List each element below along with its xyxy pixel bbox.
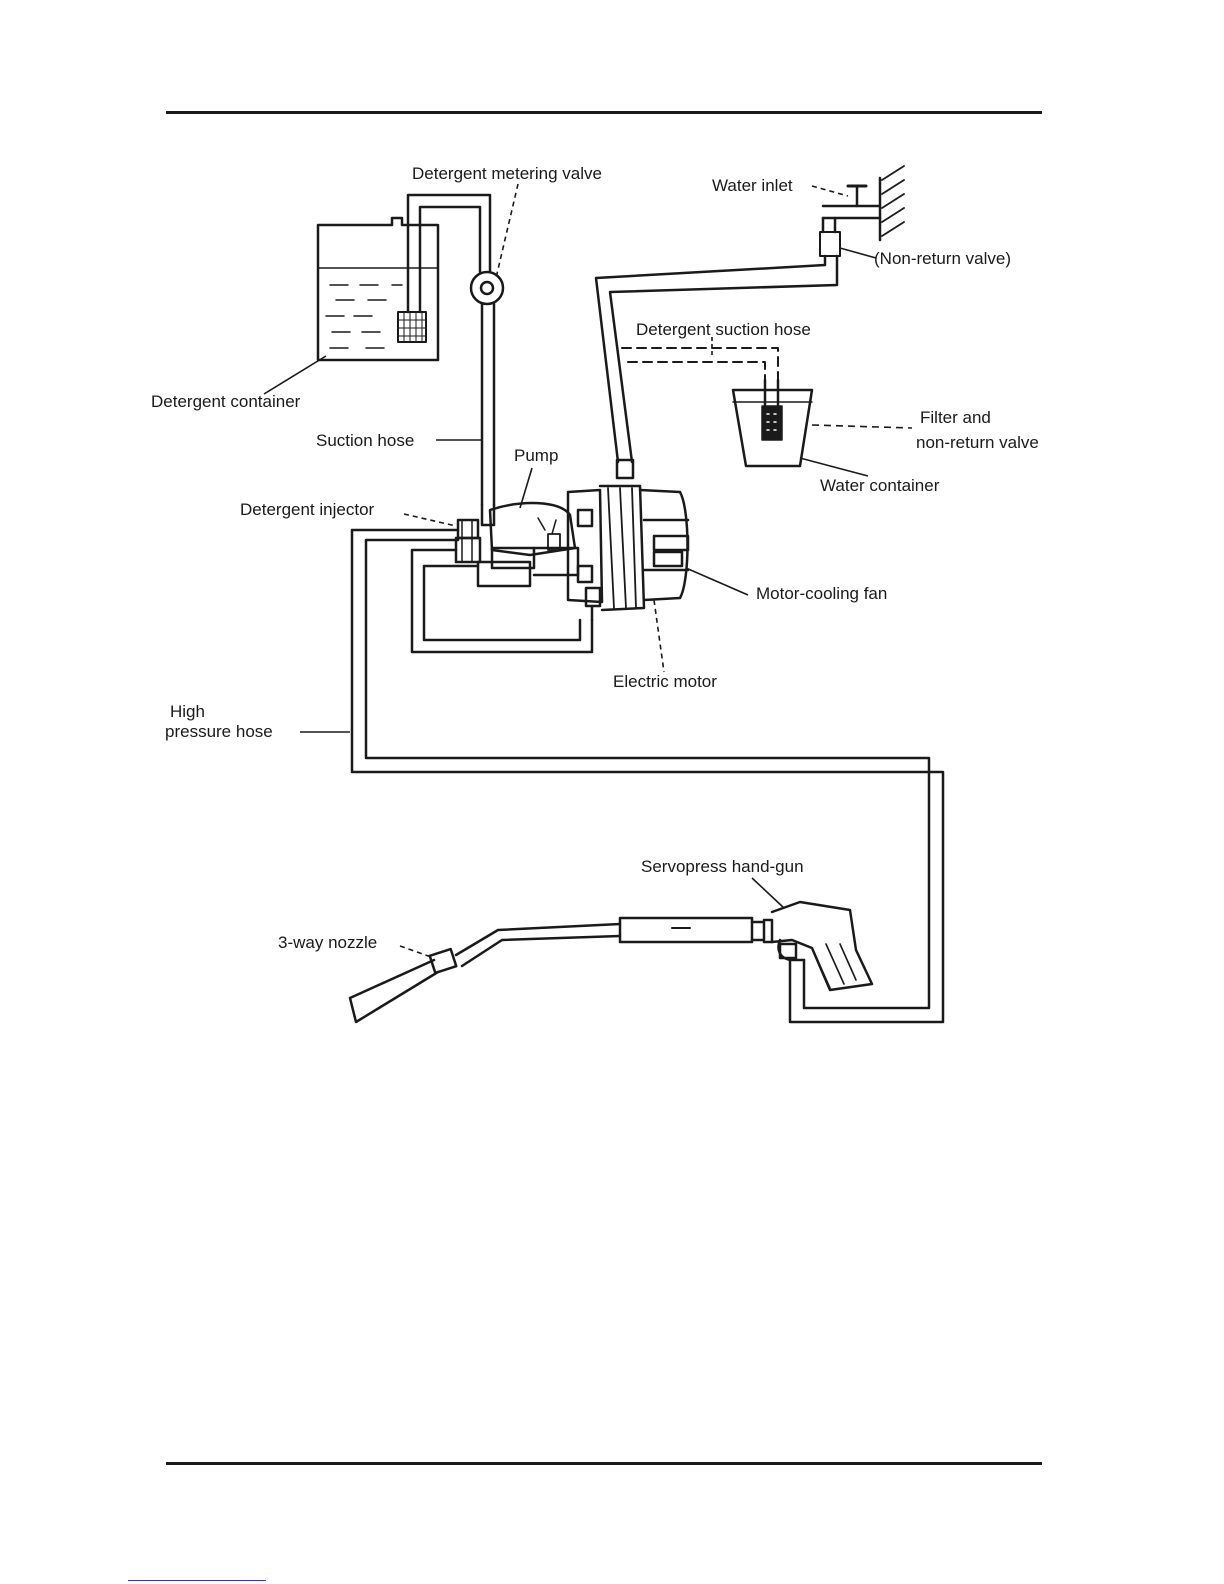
electric-motor xyxy=(568,460,688,620)
label-high-line2: pressure hose xyxy=(165,722,273,742)
label-motor-cooling-fan: Motor-cooling fan xyxy=(756,584,887,604)
label-water-inlet: Water inlet xyxy=(712,176,793,196)
bypass-loop xyxy=(412,550,592,652)
leader-lines xyxy=(264,184,912,958)
label-high-line1: High xyxy=(170,702,205,722)
label-suction-hose: Suction hose xyxy=(316,431,414,451)
label-detergent-metering-valve: Detergent metering valve xyxy=(412,164,602,184)
detergent-injector xyxy=(456,520,480,562)
water-inlet xyxy=(596,166,904,462)
detergent-suction-hose-line xyxy=(622,348,778,380)
label-water-container: Water container xyxy=(820,476,939,496)
pump xyxy=(478,503,578,586)
label-electric-motor: Electric motor xyxy=(613,672,717,692)
water-container xyxy=(733,380,812,466)
detergent-metering-valve xyxy=(471,272,503,505)
label-detergent-injector: Detergent injector xyxy=(240,500,374,520)
label-filter-line1: Filter and xyxy=(920,408,991,428)
label-detergent-suction-hose: Detergent suction hose xyxy=(636,320,811,340)
label-servopress-hand-gun: Servopress hand-gun xyxy=(641,857,804,877)
three-way-nozzle xyxy=(350,924,620,1022)
label-three-way-nozzle: 3-way nozzle xyxy=(278,933,377,953)
servopress-hand-gun xyxy=(620,902,872,990)
label-pump: Pump xyxy=(514,446,558,466)
label-detergent-container: Detergent container xyxy=(151,392,300,412)
label-filter-line2: non-return valve xyxy=(916,433,1039,453)
detergent-container xyxy=(318,195,490,360)
label-non-return-valve: (Non-return valve) xyxy=(874,249,1011,269)
